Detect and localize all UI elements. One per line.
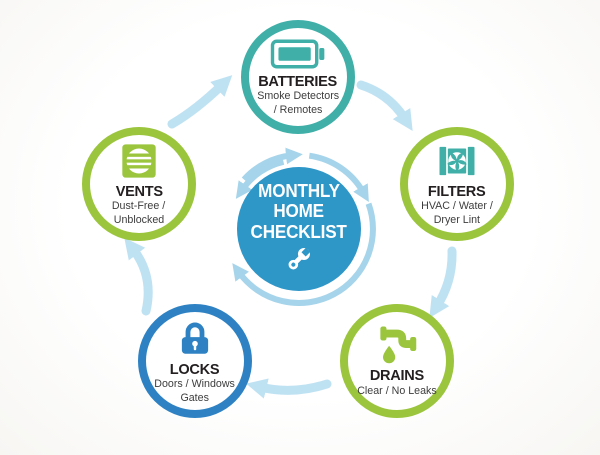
node-title: DRAINS [369,367,425,385]
node-subtitle-line-2: Dryer Lint [433,214,481,227]
ring-arc-bottom [232,202,376,306]
node-subtitle-line-2: Gates [180,392,210,405]
node-title: VENTS [115,182,163,200]
node-subtitle-line-1: Doors / Windows [154,378,236,391]
ring-arc-top-right [308,152,369,203]
ring-arc-left [235,158,285,199]
node-vents: VENTS Dust-Free / Unblocked [82,127,196,241]
flow-arrow-vents-to-batteries [167,75,233,129]
hub-title-line-2: HOME [273,201,325,222]
node-drains: DRAINS Clear / No Leaks [340,304,454,418]
node-subtitle-line-2: Unblocked [113,214,165,227]
flow-arrow-locks-to-vents [124,237,153,316]
node-subtitle-line-1: HVAC / Water / [421,200,493,213]
outer-arrows [124,75,457,399]
node-subtitle-line-1: Dust-Free / [112,200,166,213]
wrench-icon [286,246,312,277]
flow-arrow-filters-to-drains [429,246,457,318]
ring-arc-top-left [241,147,303,182]
node-subtitle-line-1: Smoke Detectors [257,90,339,103]
node-subtitle-line-2: / Remotes [273,104,323,117]
flow-arrow-batteries-to-filters [356,80,413,131]
hvac-fan-icon [436,141,478,181]
hub-title-line-3: CHECKLIST [250,221,348,242]
hub-title-line-1: MONTHLY [258,181,340,202]
node-title: BATTERIES [258,72,338,90]
flow-arrow-drains-to-locks [246,378,332,399]
cycle-ring [232,147,376,306]
node-title: LOCKS [170,360,220,378]
node-filters: FILTERS HVAC / Water / Dryer Lint [400,127,514,241]
node-batteries: BATTERIES Smoke Detectors / Remotes [241,20,355,134]
center-hub: MONTHLY HOME CHECKLIST [237,167,361,291]
node-locks: LOCKS Doors / Windows Gates [138,304,252,418]
node-title: FILTERS [428,182,486,200]
padlock-icon [174,317,216,359]
battery-icon [270,37,326,71]
vent-icon [118,141,160,181]
faucet-drip-icon [375,323,419,365]
node-subtitle-line-1: Clear / No Leaks [357,384,437,397]
